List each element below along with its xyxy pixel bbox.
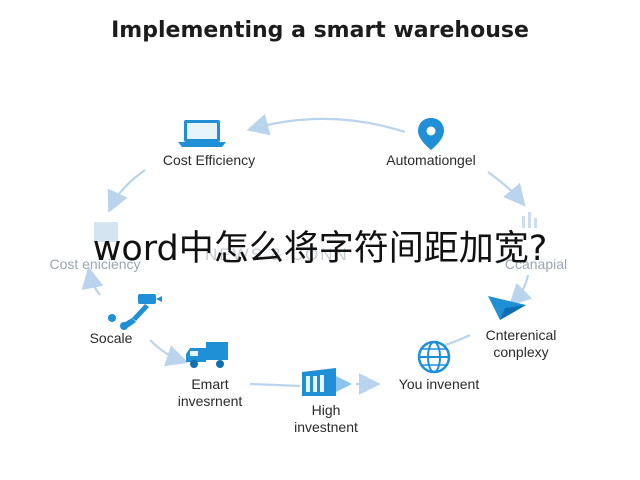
globe-icon: [417, 340, 451, 374]
arrow-lower-left: [149, 339, 189, 367]
robot-arm-icon: [108, 294, 162, 330]
node-label-cost-efficiency: Cost Efficiency: [162, 152, 256, 168]
server-rack-icon: [302, 368, 352, 396]
arrow-bottom-left: [249, 382, 301, 388]
node-label-ccanapial: Ccanapial: [504, 256, 568, 272]
node-label-automationgel: Automationgel: [386, 152, 476, 168]
arrow-upper-left: [107, 169, 146, 213]
arrow-right: [508, 274, 533, 307]
arrow-lower-right: [444, 334, 471, 347]
node-label-cnterenical: Cnterenical conplexy: [485, 327, 557, 360]
node-label-socale: Socale: [89, 330, 133, 346]
node-label-high-investment: High investnent: [294, 402, 358, 435]
node-label-you-invenent: You invenent: [398, 376, 480, 392]
node-label-cost-eniciency: Cost eniciency: [49, 256, 141, 272]
arrow-left: [81, 266, 104, 296]
node-label-emart-invesment: Emart invesrnent: [177, 376, 243, 409]
arrow-top: [246, 113, 406, 136]
bar-chart-icon: [522, 212, 537, 228]
diagram-title: Implementing a smart warehouse: [111, 18, 529, 43]
laptop-icon: [178, 120, 226, 147]
arrow-upper-right: [487, 171, 526, 207]
paper-plane-icon: [488, 296, 526, 320]
location-pin-icon: [418, 118, 444, 150]
chart-icon: [94, 222, 118, 242]
watermark-caption: word中怎么将字符间距加宽?: [92, 229, 548, 269]
truck-icon: [186, 342, 228, 368]
ghost-text: NEWS & CONN: [205, 245, 349, 264]
